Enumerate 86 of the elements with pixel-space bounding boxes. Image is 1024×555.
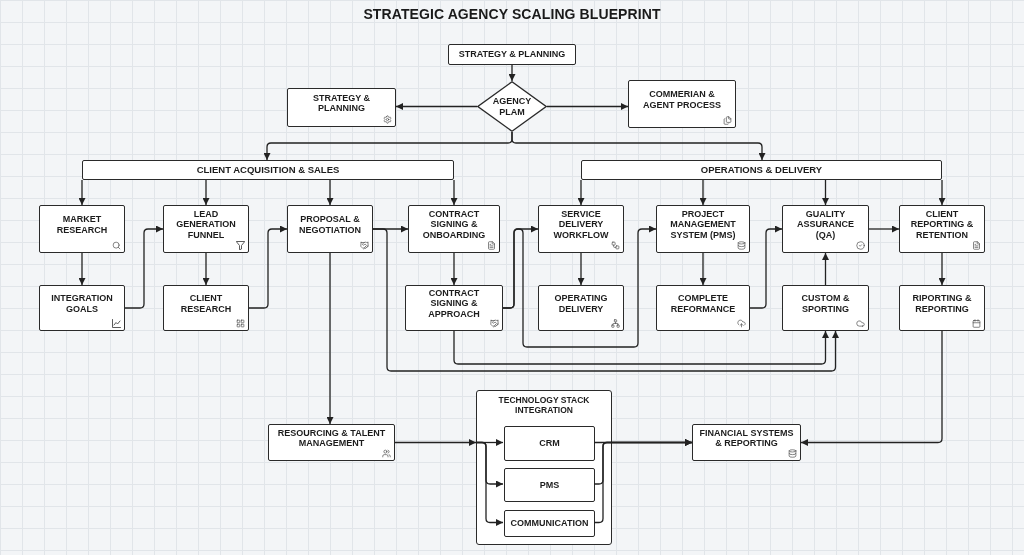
node-label: MARKET RESEARCH	[55, 214, 109, 235]
section-band	[82, 160, 454, 180]
node-label: CRM	[539, 438, 560, 449]
arrow	[699, 252, 707, 286]
node-label: INTEGRATION GOALS	[50, 293, 114, 314]
arrow	[124, 225, 164, 309]
arrow	[749, 225, 783, 309]
arrow	[593, 439, 693, 524]
process-box	[782, 285, 869, 331]
node-label: AGENCY PLAM	[491, 96, 533, 117]
arrow	[699, 179, 707, 206]
node-label: SERVICE DELIVERY WORKFLOW	[552, 209, 610, 240]
arrow	[450, 252, 458, 286]
process-box	[287, 88, 396, 127]
process-box	[504, 426, 595, 461]
arrow	[938, 179, 946, 206]
arrow	[822, 252, 829, 286]
arrow	[511, 131, 766, 161]
node-label: CUSTOM & SPORTING	[800, 293, 851, 314]
node-label: RESOURCING & TALENT MANAGEMENT	[276, 427, 387, 449]
node-label: CONTRACT SIGNING & ONBOARDING	[421, 209, 487, 240]
process-box	[268, 424, 395, 461]
process-box	[782, 205, 869, 253]
process-box	[39, 285, 125, 331]
node-label: RIPORTING & REPORTING	[911, 293, 973, 314]
arrow	[475, 441, 504, 526]
arrow	[326, 252, 334, 425]
arrow	[248, 225, 288, 309]
arrow	[502, 225, 657, 348]
node-label: FINANCIAL SYSTEMS & REPORTING	[698, 427, 795, 449]
node-label: GUALITY ASSURANCE (QA)	[796, 209, 855, 240]
node-label: COMPLETE REFORMANCE	[669, 293, 737, 314]
arrow	[577, 179, 585, 206]
node-label: CLIENT RESEARCH	[179, 293, 233, 314]
process-box	[39, 205, 125, 253]
arrow	[78, 179, 86, 206]
node-label: PROPOSAL & NEGOTIATION	[298, 214, 362, 235]
process-box	[448, 44, 576, 65]
process-box	[538, 285, 624, 331]
process-box	[538, 205, 624, 253]
node-label: CLIENT REPORTING & RETENTION	[909, 209, 975, 240]
process-box	[656, 285, 750, 331]
group-title: TECHNOLOGY STACK INTEGRATION	[497, 396, 591, 416]
arrow	[202, 252, 210, 286]
process-box	[163, 285, 249, 331]
process-box	[504, 468, 595, 502]
process-box	[405, 285, 503, 331]
node-label: PMS	[539, 479, 560, 491]
arrow	[326, 179, 334, 206]
node-label: LEAD GENERATION FUNNEL	[175, 209, 237, 240]
arrow	[546, 103, 629, 110]
arrow	[450, 179, 458, 206]
arrow	[868, 225, 900, 233]
arrow	[394, 439, 477, 446]
process-box	[504, 510, 595, 537]
process-box	[899, 205, 985, 253]
process-box	[656, 205, 750, 253]
diagram-title: STRATEGIC AGENCY SCALING BLUEPRINT	[363, 6, 661, 22]
arrow	[395, 103, 478, 110]
arrow	[78, 252, 86, 286]
group-container	[476, 390, 612, 545]
section-band	[581, 160, 942, 180]
arrow	[822, 179, 829, 206]
arrow	[372, 228, 839, 372]
node-label: STRATEGY & PLANNING	[311, 92, 372, 114]
decision-diamond	[477, 81, 547, 132]
node-label: STRATEGY & PLANNING	[458, 49, 566, 60]
process-box	[628, 80, 736, 128]
arrow	[800, 330, 943, 446]
process-box	[163, 205, 249, 253]
process-box	[287, 205, 373, 253]
node-label: COMMERIAN & AGENT PROCESS	[642, 89, 722, 110]
arrow	[577, 252, 585, 286]
node-label: OPERATING DELIVERY	[553, 293, 609, 314]
arrow	[453, 330, 829, 365]
node-label: OPERATIONS & DELIVERY	[700, 164, 823, 176]
node-label: COMMUNICATION	[510, 518, 589, 529]
process-box	[899, 285, 985, 331]
process-box	[692, 424, 801, 461]
node-label: PROJECT MANAGEMENT SYSTEM (PMS)	[669, 209, 737, 240]
process-box	[408, 205, 500, 253]
node-label: CONTRACT SIGNING & APPROACH	[427, 288, 481, 319]
arrow	[938, 252, 946, 286]
arrow	[508, 64, 516, 82]
arrow	[202, 179, 210, 206]
node-label: CLIENT ACQUISITION & SALES	[196, 164, 340, 176]
